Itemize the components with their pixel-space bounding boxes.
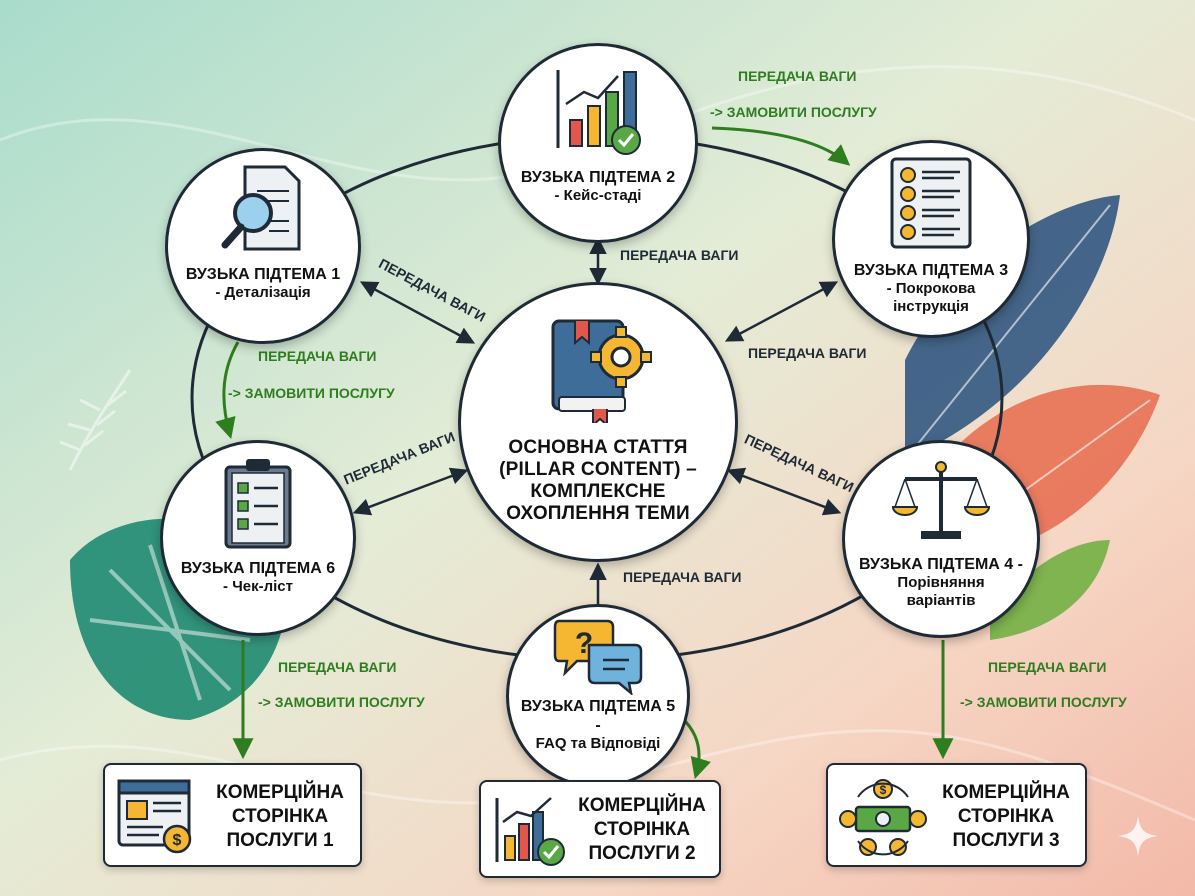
flow-order-label-left: -> ЗАМОВИТИ ПОСЛУГУ xyxy=(228,385,395,401)
flow-1-to-6 xyxy=(215,341,240,440)
flow-weight-label-left: ПЕРЕДАЧА ВАГИ xyxy=(258,348,377,364)
money-exchange-icon: $ xyxy=(838,777,928,864)
flow-order-label-top: -> ЗАМОВИТИ ПОСЛУГУ xyxy=(710,104,877,120)
balance-scale-icon xyxy=(845,457,1037,547)
link-4-center xyxy=(726,467,842,516)
bar-chart-check-icon xyxy=(501,64,695,156)
subtopic-6-node[interactable]: ВУЗЬКА ПІДТЕМА 6 - Чек-ліст xyxy=(160,440,356,636)
pillar-content-node[interactable]: ОСНОВНА СТАТТЯ (PILLAR CONTENT) – КОМПЛЕ… xyxy=(458,282,738,562)
commercial-page-2[interactable]: КОМЕРЦІЙНА СТОРІНКА ПОСЛУГИ 2 xyxy=(479,780,721,878)
weight-label-center-5: ПЕРЕДАЧА ВАГИ xyxy=(623,569,742,585)
decorative-fern xyxy=(59,369,132,471)
checklist-clipboard-icon xyxy=(163,457,353,549)
link-3-center xyxy=(724,281,839,342)
subtopic-3-node[interactable]: ВУЗЬКА ПІДТЕМА 3 - Покрокова інструкція xyxy=(832,140,1030,338)
subtopic-1-node[interactable]: ВУЗЬКА ПІДТЕМА 1 - Деталізація xyxy=(165,148,361,344)
link-6-center xyxy=(352,467,469,516)
decorative-leaf-green xyxy=(990,540,1110,640)
flow-weight-label-top: ПЕРЕДАЧА ВАГИ xyxy=(738,68,857,84)
faq-chat-bubbles-icon: ? xyxy=(509,615,687,695)
flow-weight-label-bottom-left: ПЕРЕДАЧА ВАГИ xyxy=(278,659,397,675)
flow-weight-label-bottom-right: ПЕРЕДАЧА ВАГИ xyxy=(988,659,1107,675)
flow-5-to-commercial-2 xyxy=(680,716,711,780)
subtopic-5-node[interactable]: ? ВУЗЬКА ПІДТЕМА 5 - FAQ та Відповіді xyxy=(506,604,690,788)
flow-2-to-3 xyxy=(711,126,851,166)
subtopic-2-node[interactable]: ВУЗЬКА ПІДТЕМА 2 - Кейс-стаді xyxy=(498,43,698,243)
subtopic-4-node[interactable]: ВУЗЬКА ПІДТЕМА 4 - Порівняння варіантів xyxy=(842,440,1040,638)
flow-order-label-bottom-right: -> ЗАМОВИТИ ПОСЛУГУ xyxy=(960,694,1127,710)
book-gear-icon xyxy=(461,313,735,423)
document-magnifier-icon xyxy=(168,161,358,253)
chart-growth-check-icon xyxy=(491,792,567,873)
flow-order-label-bottom-left: -> ЗАМОВИТИ ПОСЛУГУ xyxy=(258,694,425,710)
weight-label-2-center: ПЕРЕДАЧА ВАГИ xyxy=(620,247,739,263)
numbered-list-icon xyxy=(835,155,1027,251)
decorative-leaf-blue xyxy=(904,195,1120,461)
svg-text:$: $ xyxy=(173,832,182,849)
commercial-page-1[interactable]: $ КОМЕРЦІЙНА СТОРІНКА ПОСЛУГИ 1 xyxy=(103,763,362,867)
svg-text:$: $ xyxy=(880,783,887,797)
weight-label-3-center: ПЕРЕДАЧА ВАГИ xyxy=(748,345,867,361)
pillar-title: ОСНОВНА СТАТТЯ (PILLAR CONTENT) – КОМПЛЕ… xyxy=(499,437,697,524)
sparkle-icon xyxy=(1118,816,1158,856)
link-1-center xyxy=(359,281,476,344)
webpage-money-icon: $ xyxy=(115,777,195,862)
commercial-page-3[interactable]: $ КОМЕРЦІЙНА СТОРІНКА ПОСЛУГИ 3 xyxy=(826,763,1087,867)
